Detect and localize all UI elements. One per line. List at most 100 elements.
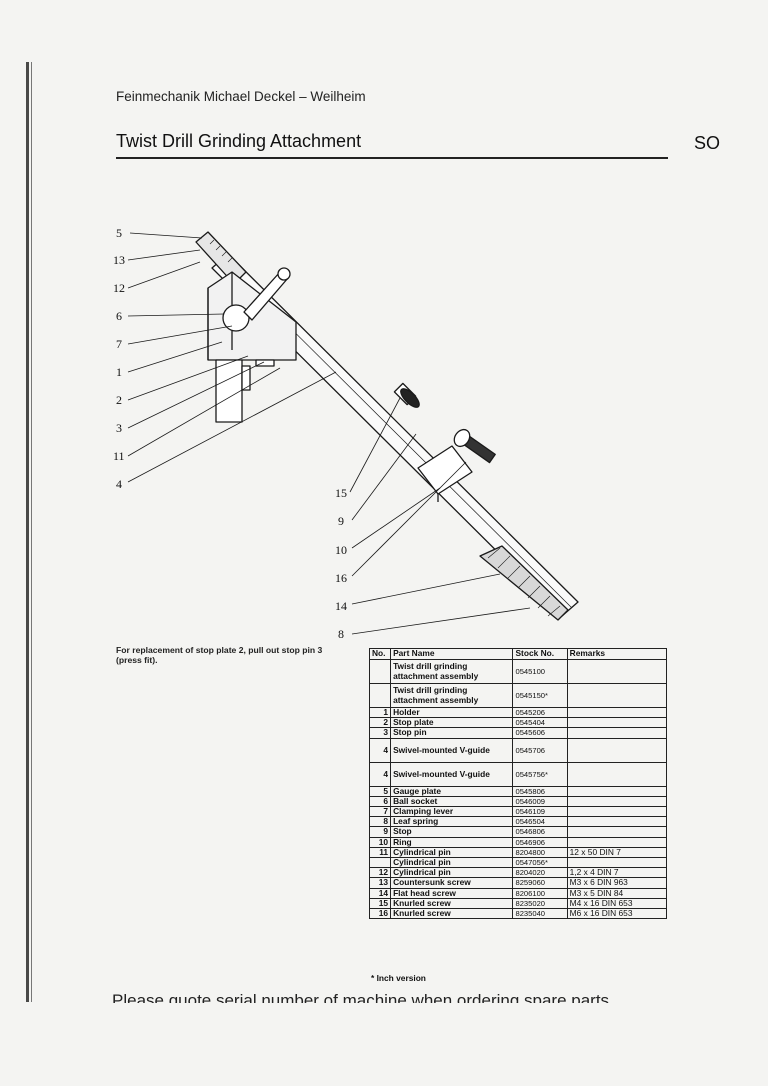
cell-name: Leaf spring xyxy=(390,816,514,828)
cell-stock: 8259060 xyxy=(512,877,568,889)
cell-stock: 0546806 xyxy=(512,826,568,838)
cell-no xyxy=(368,659,392,684)
ball-socket xyxy=(222,304,250,332)
cell-name: Gauge plate xyxy=(390,785,514,797)
cell-remarks xyxy=(566,717,668,729)
cell-remarks xyxy=(566,683,668,708)
cell-no: 15 xyxy=(368,897,392,910)
col-header-name: Part Name xyxy=(390,648,514,660)
cell-name: Holder xyxy=(390,706,514,719)
callout-5: 5 xyxy=(116,226,122,240)
callout-1: 1 xyxy=(116,365,122,379)
table-row: Twist drill grinding attachment assembly… xyxy=(368,683,668,708)
cell-stock: 0547056* xyxy=(512,857,568,869)
cell-remarks xyxy=(566,806,668,818)
cell-no: 12 xyxy=(368,867,392,879)
cell-stock: 0545404 xyxy=(512,717,568,729)
cell-remarks xyxy=(566,761,668,787)
ring-block xyxy=(417,445,473,495)
cell-name: Ball socket xyxy=(390,795,514,808)
cell-name: Swivel-mounted V-guide xyxy=(390,761,514,787)
scan-binding-edge xyxy=(26,62,29,1002)
holder-pin xyxy=(215,359,243,423)
cell-stock: 0546109 xyxy=(512,806,568,818)
cell-remarks xyxy=(566,826,668,838)
scan-binding-line xyxy=(31,62,32,1002)
cell-remarks xyxy=(566,816,668,828)
cell-no: 4 xyxy=(368,737,392,763)
cell-name: Countersunk screw xyxy=(390,877,514,889)
parts-table: No. Part Name Stock No. Remarks Twist dr… xyxy=(368,648,668,920)
replacement-note: For replacement of stop plate 2, pull ou… xyxy=(116,645,323,665)
cell-remarks xyxy=(566,857,668,869)
cell-remarks xyxy=(566,836,668,848)
callout-2: 2 xyxy=(116,393,122,407)
callout-10: 10 xyxy=(335,543,347,557)
table-row: Twist drill grinding attachment assembly… xyxy=(368,659,668,684)
cell-remarks xyxy=(566,706,668,719)
cell-name: Flat head screw xyxy=(390,887,514,899)
cell-remarks: 1,2 x 4 DIN 7 xyxy=(566,867,668,879)
cell-name: Stop xyxy=(390,826,514,838)
cell-stock: 0545706 xyxy=(512,737,568,763)
cell-name: Cylindrical pin xyxy=(390,857,514,869)
cell-no: 1 xyxy=(368,706,392,719)
callout-13: 13 xyxy=(113,253,125,267)
cell-stock: 8235020 xyxy=(512,897,568,910)
cell-stock: 8206100 xyxy=(512,887,568,899)
cell-no: 11 xyxy=(368,846,392,859)
cell-no: 14 xyxy=(368,887,392,899)
cell-no: 9 xyxy=(368,826,392,838)
cell-remarks: M4 x 16 DIN 653 xyxy=(566,897,668,910)
callout-15: 15 xyxy=(335,486,347,500)
cell-name: Ring xyxy=(390,836,514,848)
title-rule xyxy=(116,157,668,159)
cell-stock: 8204020 xyxy=(512,867,568,879)
cell-no: 3 xyxy=(368,727,392,739)
cell-name: Swivel-mounted V-guide xyxy=(390,737,514,763)
cell-remarks: 12 x 50 DIN 7 xyxy=(566,846,668,859)
cell-stock: 0546009 xyxy=(512,795,568,808)
cell-remarks xyxy=(566,785,668,797)
cell-remarks: M3 x 5 DIN 84 xyxy=(566,887,668,899)
callout-12: 12 xyxy=(113,281,125,295)
col-header-stock: Stock No. xyxy=(512,648,568,660)
cell-remarks: M6 x 16 DIN 653 xyxy=(566,908,668,920)
cell-remarks xyxy=(566,795,668,808)
cell-name: Knurled screw xyxy=(390,897,514,910)
cell-name: Cylindrical pin xyxy=(390,846,514,859)
cell-no: 16 xyxy=(368,908,392,920)
v-guide-section xyxy=(479,545,569,621)
callout-7: 7 xyxy=(116,337,122,351)
callout-8: 8 xyxy=(338,627,344,641)
company-name: Feinmechanik Michael Deckel – Weilheim xyxy=(116,89,366,104)
cell-no: 5 xyxy=(368,785,392,797)
footnote: * Inch version xyxy=(371,973,426,983)
cell-remarks xyxy=(566,727,668,739)
callout-16: 16 xyxy=(335,571,347,585)
cell-stock: 0546906 xyxy=(512,836,568,848)
cell-stock: 8204800 xyxy=(512,846,568,859)
cell-name: Twist drill grinding attachment assembly xyxy=(390,683,514,708)
cell-stock: 0545150* xyxy=(512,683,568,708)
cell-no: 4 xyxy=(368,761,392,787)
cell-stock: 0546504 xyxy=(512,816,568,828)
table-header-row: No. Part Name Stock No. Remarks xyxy=(368,648,668,660)
cell-stock: 0545806 xyxy=(512,785,568,797)
callout-9: 9 xyxy=(338,514,344,528)
callout-4: 4 xyxy=(116,477,122,491)
cell-no: 2 xyxy=(368,717,392,729)
